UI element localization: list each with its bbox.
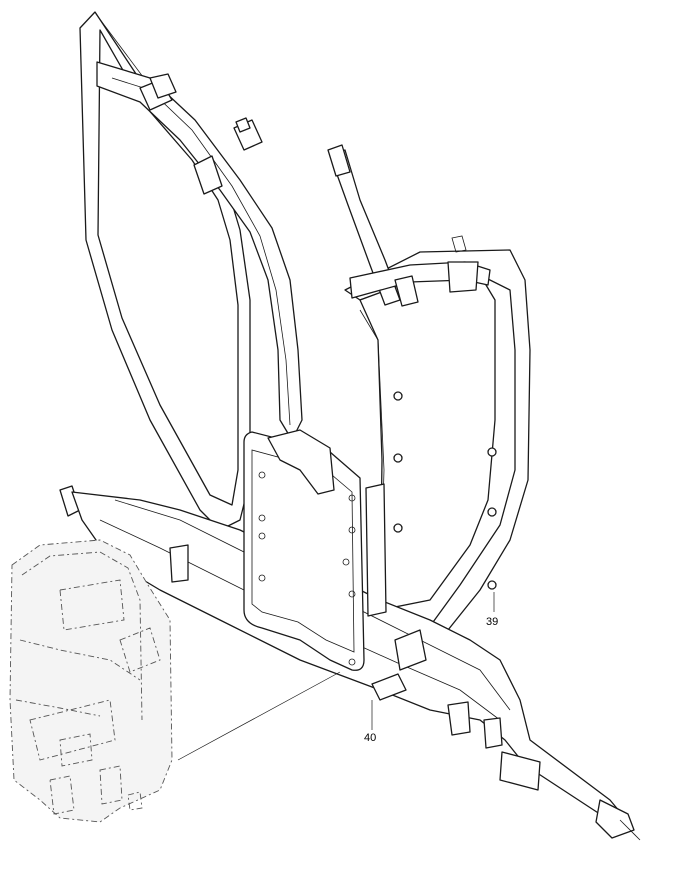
callout-39-label: 39: [486, 616, 498, 628]
mounting-studs: [393, 391, 497, 590]
phantom-leader-line: [177, 671, 341, 761]
right-shoulder-strap: [327, 144, 491, 307]
callout-40: 40: [364, 700, 376, 744]
back-plate: [243, 429, 387, 671]
left-shoulder-strap: [96, 61, 303, 441]
phantom-radio-unit: [9, 539, 173, 823]
callout-39: 39: [486, 592, 498, 628]
callout-40-label: 40: [364, 732, 376, 744]
